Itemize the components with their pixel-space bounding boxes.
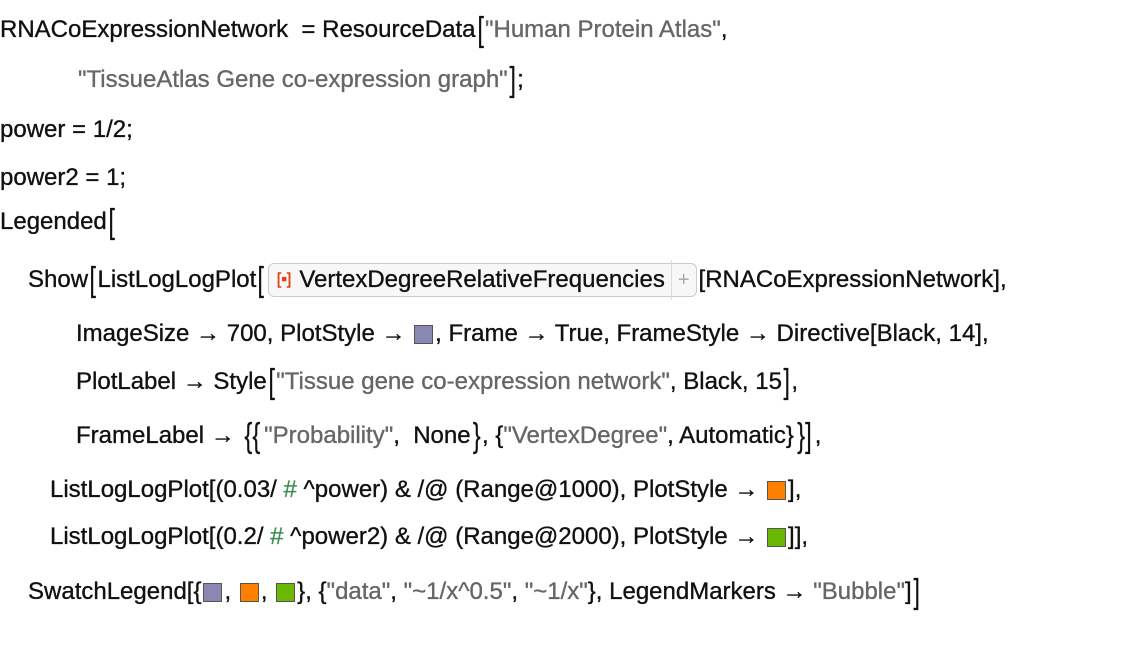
string-literal: "Human Protein Atlas" [484,16,721,43]
bracket: {{ [244,417,261,455]
code-line[interactable]: Legended[ [0,202,116,242]
bracket: [ [108,203,115,241]
resource-function-object[interactable]: [▪] VertexDegreeRelativeFrequencies+ [267,260,697,300]
code-text: Show [28,266,89,293]
slot-symbol: # [270,523,284,550]
string-literal: "~1/x^0.5" [403,578,512,605]
string-literal: "Bubble" [813,578,905,605]
color-swatch[interactable] [767,480,787,500]
code-text: ] [905,578,912,605]
code-text: RNACoExpressionNetwork = ResourceData [0,16,476,43]
code-text: ImageSize → 700, PlotStyle → [76,320,413,347]
resource-name: VertexDegreeRelativeFrequencies [299,266,665,293]
code-text: }, LegendMarkers → [587,578,814,605]
code-text: ^power) & /@ (Range@1000), PlotStyle → [296,476,766,503]
code-text: Legended [0,208,107,235]
code-text: ], [788,476,802,503]
code-line[interactable]: ImageSize → 700, PlotStyle → , Frame → T… [76,314,989,354]
code-text: , None [393,422,471,449]
code-line[interactable]: ListLogLogPlot[(0.03/ # ^power) & /@ (Ra… [50,470,802,510]
code-line[interactable]: ListLogLogPlot[(0.2/ # ^power2) & /@ (Ra… [50,517,808,557]
code-text: [RNACoExpressionNetwork], [698,266,1007,293]
resource-icon: [▪] [276,271,292,288]
bracket: [ [476,11,484,49]
code-text: FrameLabel → [76,422,242,449]
code-line[interactable]: power2 = 1; [0,158,126,198]
string-literal: "data" [326,578,391,605]
code-text: , [511,578,525,605]
bracket: ] [509,61,516,99]
string-literal: "VertexDegree" [503,422,668,449]
code-text: ListLogLogPlot [97,266,257,293]
code-text: power = 1/2; [0,116,133,143]
bracket: } [472,417,481,455]
code-line[interactable]: Show[ListLogLogPlot[[▪]VertexDegreeRelat… [28,260,1007,300]
slot-symbol: # [283,476,297,503]
string-literal: "TissueAtlas Gene co-expression graph" [78,66,508,93]
string-literal: "Tissue gene co-expression network" [276,368,670,395]
bracket: [ [268,363,275,401]
bracket: ] [913,573,920,611]
code-text: , [814,422,822,449]
code-text: , { [481,422,504,449]
code-text: PlotLabel → Style [76,368,267,395]
bracket: [ [89,261,97,299]
code-text: , [224,578,238,605]
color-swatch[interactable] [414,324,434,344]
color-swatch[interactable] [276,582,296,602]
string-literal: "Probability" [264,422,394,449]
code-text: , Black, 15 [669,368,782,395]
code-text: ^power2) & /@ (Range@2000), PlotStyle → [283,523,766,550]
color-swatch[interactable] [767,527,787,547]
code-text: , Automatic} [667,422,794,449]
code-line[interactable]: power = 1/2; [0,110,133,150]
bracket: }] [796,417,812,455]
code-text: }, { [297,578,327,605]
code-line[interactable]: SwatchLegend[{, , }, {"data", "~1/x^0.5"… [28,572,921,612]
code-text: SwatchLegend[{ [28,578,202,605]
color-swatch[interactable] [239,582,259,602]
code-line[interactable]: "TissueAtlas Gene co-expression graph"]; [78,60,524,100]
code-text: , [390,578,404,605]
code-line[interactable]: PlotLabel → Style["Tissue gene co-expres… [76,362,798,402]
code-text: , [720,16,728,43]
code-line[interactable]: FrameLabel → {{"Probability", None}, {"V… [76,416,822,456]
bracket: [ [257,261,265,299]
code-text: power2 = 1; [0,164,127,191]
code-line[interactable]: RNACoExpressionNetwork = ResourceData["H… [0,10,728,50]
code-text: , Frame → True, FrameStyle → Directive[B… [435,320,989,347]
code-text: ]], [788,523,809,550]
expand-plus-icon[interactable]: + [670,260,696,300]
bracket: ] [783,363,791,401]
code-text: , [791,368,799,395]
code-text: ListLogLogPlot[(0.03/ [50,476,284,503]
code-text: ; [517,66,524,93]
string-literal: "~1/x" [524,578,588,605]
code-text: , [260,578,275,605]
code-text: ListLogLogPlot[(0.2/ [50,523,271,550]
color-swatch[interactable] [203,582,223,602]
